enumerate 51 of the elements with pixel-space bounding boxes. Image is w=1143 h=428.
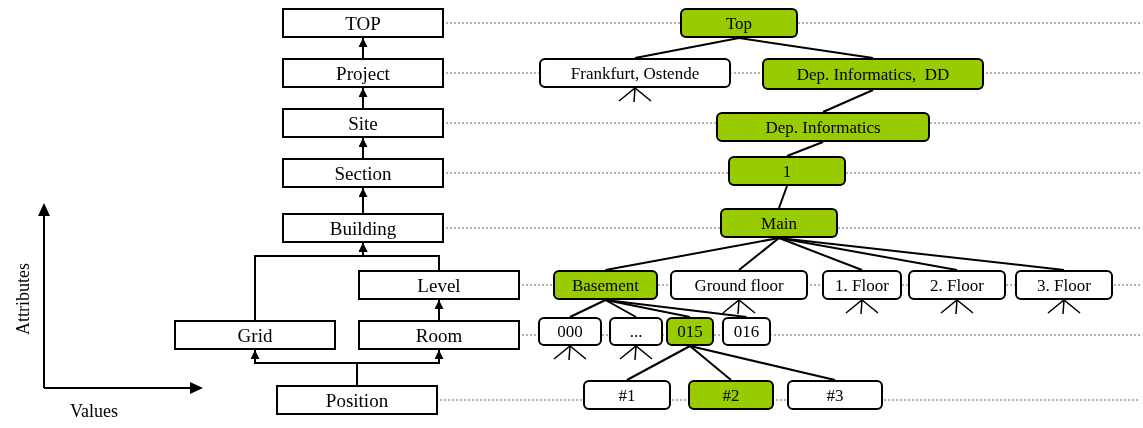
- tree-node: Ground floor: [670, 270, 808, 300]
- tree-node: Dep. Informatics, DD: [762, 58, 984, 90]
- tree-line: [738, 37, 874, 59]
- tree-node: 000: [538, 317, 602, 346]
- arrow: [356, 349, 444, 386]
- tree-line: [786, 141, 824, 157]
- arrow: [358, 137, 368, 159]
- level-box: Building: [282, 213, 444, 243]
- arrow: [358, 187, 368, 214]
- tree-line: [689, 345, 836, 381]
- level-box: Position: [276, 385, 438, 415]
- level-box: TOP: [282, 8, 444, 38]
- level-box: Project: [282, 58, 444, 88]
- tree-line: [778, 237, 863, 271]
- tree-line: [778, 237, 1065, 271]
- tree-node: Dep. Informatics: [716, 112, 930, 142]
- tree-line: [822, 89, 874, 113]
- level-box: Level: [358, 270, 520, 300]
- tree-node: #2: [688, 380, 774, 410]
- axis-label: Attributes: [14, 262, 32, 337]
- axis-label: Values: [70, 402, 118, 420]
- tree-node: 016: [722, 317, 771, 346]
- tree-line: [689, 345, 732, 381]
- level-box: Section: [282, 158, 444, 188]
- tree-node: Basement: [553, 270, 658, 300]
- tree-line: [604, 299, 637, 318]
- tree-node: Main: [720, 208, 838, 238]
- tree-line: [569, 299, 607, 318]
- tree-node: 015: [666, 317, 714, 346]
- tree-line: [778, 185, 788, 209]
- arrow: [358, 37, 368, 59]
- arrow: [254, 242, 368, 321]
- arrow: [358, 87, 368, 109]
- tree-node: 1. Floor: [822, 270, 902, 300]
- tree-line: [738, 237, 780, 271]
- tree-node: Top: [680, 8, 798, 38]
- tree-line: [626, 345, 691, 381]
- arrow: [434, 299, 444, 321]
- tree-line: [604, 299, 748, 318]
- level-box: Grid: [174, 320, 336, 350]
- level-box: Site: [282, 108, 444, 138]
- tree-node: Frankfurt, Ostende: [539, 58, 731, 88]
- tree-node: 3. Floor: [1015, 270, 1113, 300]
- tree-node: #3: [787, 380, 883, 410]
- tree-node: 2. Floor: [908, 270, 1006, 300]
- level-box: Room: [358, 320, 520, 350]
- tree-node: 1: [728, 156, 846, 186]
- tree-line: [634, 37, 740, 59]
- tree-line: [604, 237, 780, 271]
- tree-node: ...: [609, 317, 663, 346]
- tree-node: #1: [583, 380, 671, 410]
